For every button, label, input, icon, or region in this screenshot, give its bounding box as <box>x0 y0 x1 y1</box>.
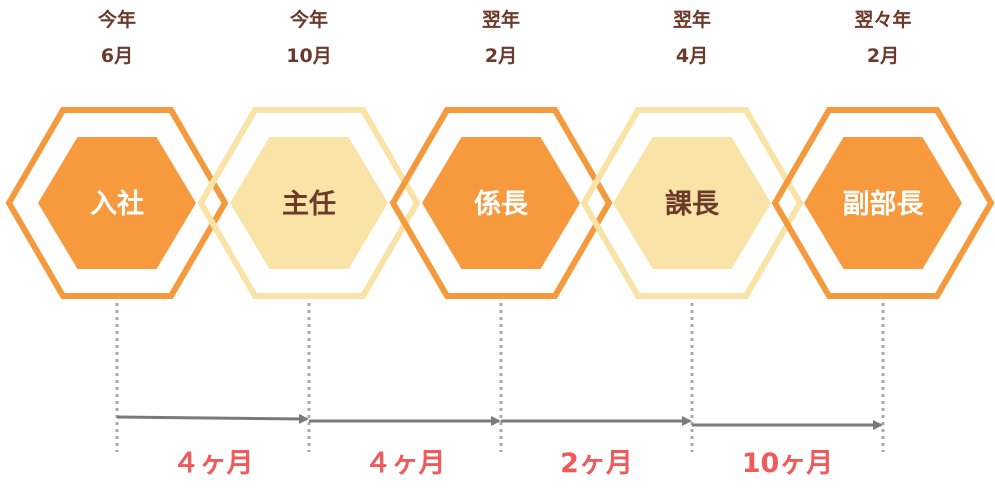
connector-layer <box>115 296 885 452</box>
hexagon-fill <box>422 137 580 269</box>
stage-title: 主任 <box>282 189 336 220</box>
interval-label: ４ヶ月 <box>173 448 254 479</box>
interval-label: 2ヶ月 <box>560 448 633 479</box>
date-label-line1: 翌年 <box>482 8 520 31</box>
date-label-line2: 4月 <box>676 45 708 67</box>
stage-title: 副部長 <box>843 188 925 220</box>
date-label-line2: 2月 <box>867 45 899 67</box>
hexagon-outline <box>197 107 421 299</box>
date-label-layer: 今年 6月 今年 10月 翌年 2月 翌年 4月 翌々年 2月 <box>97 8 912 67</box>
interval-arrow <box>116 413 309 424</box>
hexagon-fill <box>804 137 962 269</box>
date-label-line2: 6月 <box>101 45 133 67</box>
stage-node: 課長 <box>580 107 804 299</box>
hexagon-outline <box>580 107 804 299</box>
stage-node: 係長 <box>389 107 613 299</box>
date-label-line1: 今年 <box>97 8 136 31</box>
hexagon-outline <box>389 107 613 299</box>
stage-node: 主任 <box>197 107 421 299</box>
interval-arrow-layer <box>116 413 883 430</box>
hexagon-fill <box>230 137 388 269</box>
interval-label: ４ヶ月 <box>365 448 446 479</box>
stage-node: 入社 <box>5 107 229 299</box>
date-label-line1: 今年 <box>289 8 328 31</box>
stage-title: 入社 <box>90 188 144 220</box>
hexagon-fill <box>613 137 771 269</box>
hexagon-outline <box>5 107 229 299</box>
stage-title: 課長 <box>665 188 720 220</box>
hexagon-outline <box>771 107 995 299</box>
stage-title: 係長 <box>474 189 529 220</box>
stage-node: 副部長 <box>771 107 995 299</box>
date-label-line1: 翌年 <box>673 8 711 31</box>
interval-label: 10ヶ月 <box>742 448 834 479</box>
stage-hexagon-layer: 入社 主任 係長 課長 副部長 <box>5 107 995 299</box>
date-label-line2: 2月 <box>485 45 517 67</box>
interval-label-layer: ４ヶ月 ４ヶ月 2ヶ月 10ヶ月 <box>173 448 834 479</box>
date-label-line2: 10月 <box>286 45 331 67</box>
date-label-line1: 翌々年 <box>854 8 911 31</box>
hexagon-fill <box>38 137 196 269</box>
